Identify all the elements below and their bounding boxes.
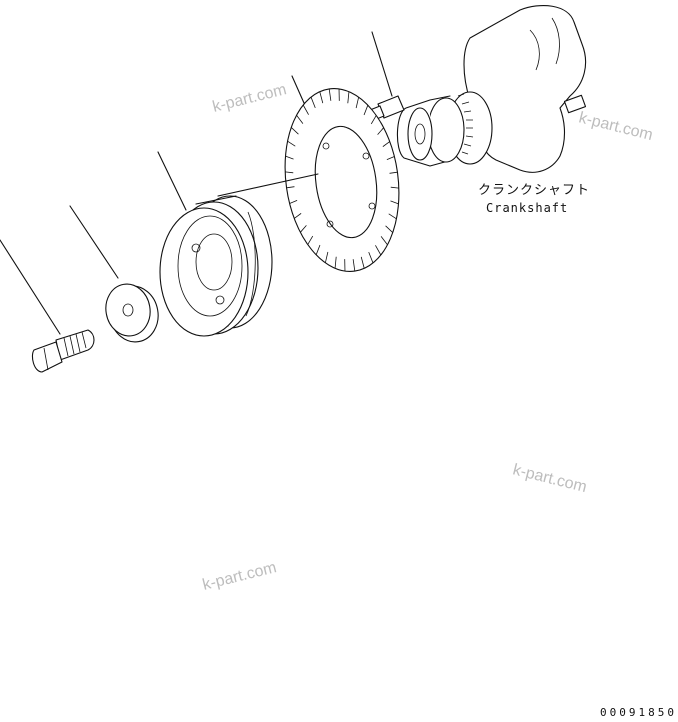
tone-wheel-tooth [360,256,365,269]
tone-wheel-tooth [310,96,316,108]
tone-wheel-tooth [286,186,295,189]
watermark: k-part.com [511,461,588,496]
tone-wheel-tooth [287,140,296,147]
tone-wheel-tooth [355,97,360,109]
crank-pulley [157,151,319,337]
washer [69,205,159,343]
tone-wheel-tooth [324,251,329,263]
tone-wheel-tooth [352,259,356,272]
tone-wheel-tooth [386,156,395,161]
tone-wheel-tooth [389,171,398,174]
crankshaft-label-en: Crankshaft [486,201,568,215]
watermark: k-part.com [201,559,278,594]
tone-wheel-tooth [385,225,393,233]
watermark: k-part.com [211,81,288,116]
tone-wheel-tooth [334,256,337,269]
tone-wheel-tooth [302,104,309,115]
tone-wheel-tooth [390,200,399,205]
tone-wheel-tooth [375,245,382,256]
tone-wheel-tooth [296,114,304,124]
tone-wheel-tooth [363,105,369,116]
tone-wheel-tooth [285,171,294,174]
pulley-bolt [0,239,95,373]
tone-wheel-tooth [307,235,314,245]
tone-wheel-tooth [380,236,388,246]
tone-wheel-tooth [294,213,302,219]
tone-wheel-tooth [291,127,299,135]
tone-wheel-tooth [370,115,377,125]
tone-wheel-tooth [390,186,399,189]
tone-wheel-tooth [377,127,384,135]
tone-wheel-tooth [388,213,397,220]
tone-wheel-tooth [300,225,307,233]
tone-wheel-tooth [347,91,350,104]
tone-wheel-tooth [382,141,390,147]
tone-wheel-tooth [368,252,374,264]
watermark: k-part.com [577,109,654,144]
crankshaft [396,5,587,173]
drawing-code: 00091850 [600,706,677,719]
tone-wheel-tooth [289,199,298,204]
crankshaft-label-jp: クランクシャフト [478,183,590,198]
tone-wheel-tooth [285,155,294,160]
tone-wheel-tooth [319,91,324,104]
tone-wheel-tooth [315,244,321,255]
tone-wheel-tooth [328,88,332,101]
tone-wheel [284,75,400,272]
